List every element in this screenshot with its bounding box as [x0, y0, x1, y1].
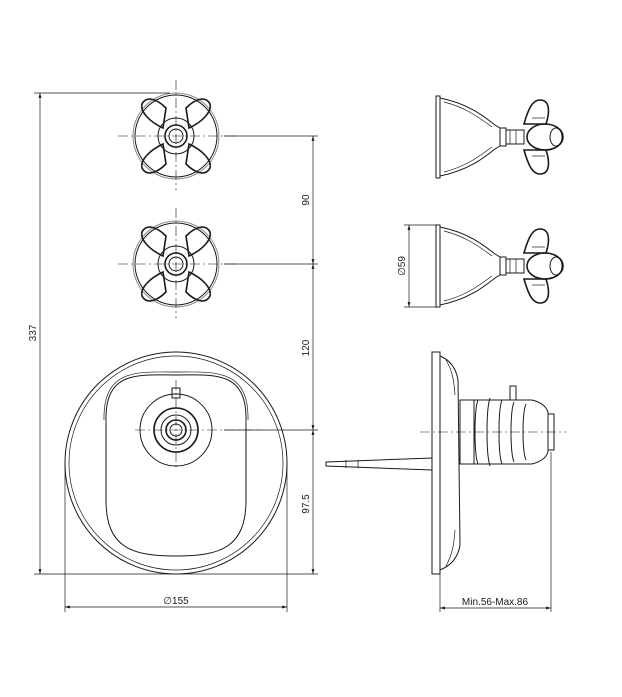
dim-plate-diameter: ∅155: [163, 596, 189, 607]
front-handle-bottom: [118, 208, 235, 318]
dim-spacing-mixer: 120: [301, 339, 312, 356]
side-handle-top: [435, 95, 564, 179]
dimension-vertical-chain: 90 120 97.5: [176, 135, 318, 575]
side-mixer-body: [325, 351, 566, 575]
dim-height-total: 337: [28, 324, 39, 341]
dimension-depth: Min.56-Max.86: [439, 452, 552, 612]
dimension-handle-diameter: ∅59: [397, 224, 436, 308]
front-mixer-plate: [64, 351, 288, 575]
dimension-vertical-337: 337: [28, 92, 176, 575]
dim-spacing-handles: 90: [301, 194, 312, 206]
dim-handle-diameter: ∅59: [397, 256, 408, 276]
side-cross-handle-top: [522, 99, 564, 175]
cross-handle-arms-top: [140, 98, 212, 174]
side-handle-bottom: [435, 224, 564, 308]
dim-depth: Min.56-Max.86: [462, 597, 529, 608]
dim-spacing-bottom: 97.5: [301, 494, 312, 514]
cross-handle-arms-bottom: [140, 226, 212, 302]
side-cross-handle-bottom: [522, 228, 564, 304]
front-handle-top: [118, 80, 235, 190]
dimension-plate-diameter: ∅155: [64, 463, 288, 612]
